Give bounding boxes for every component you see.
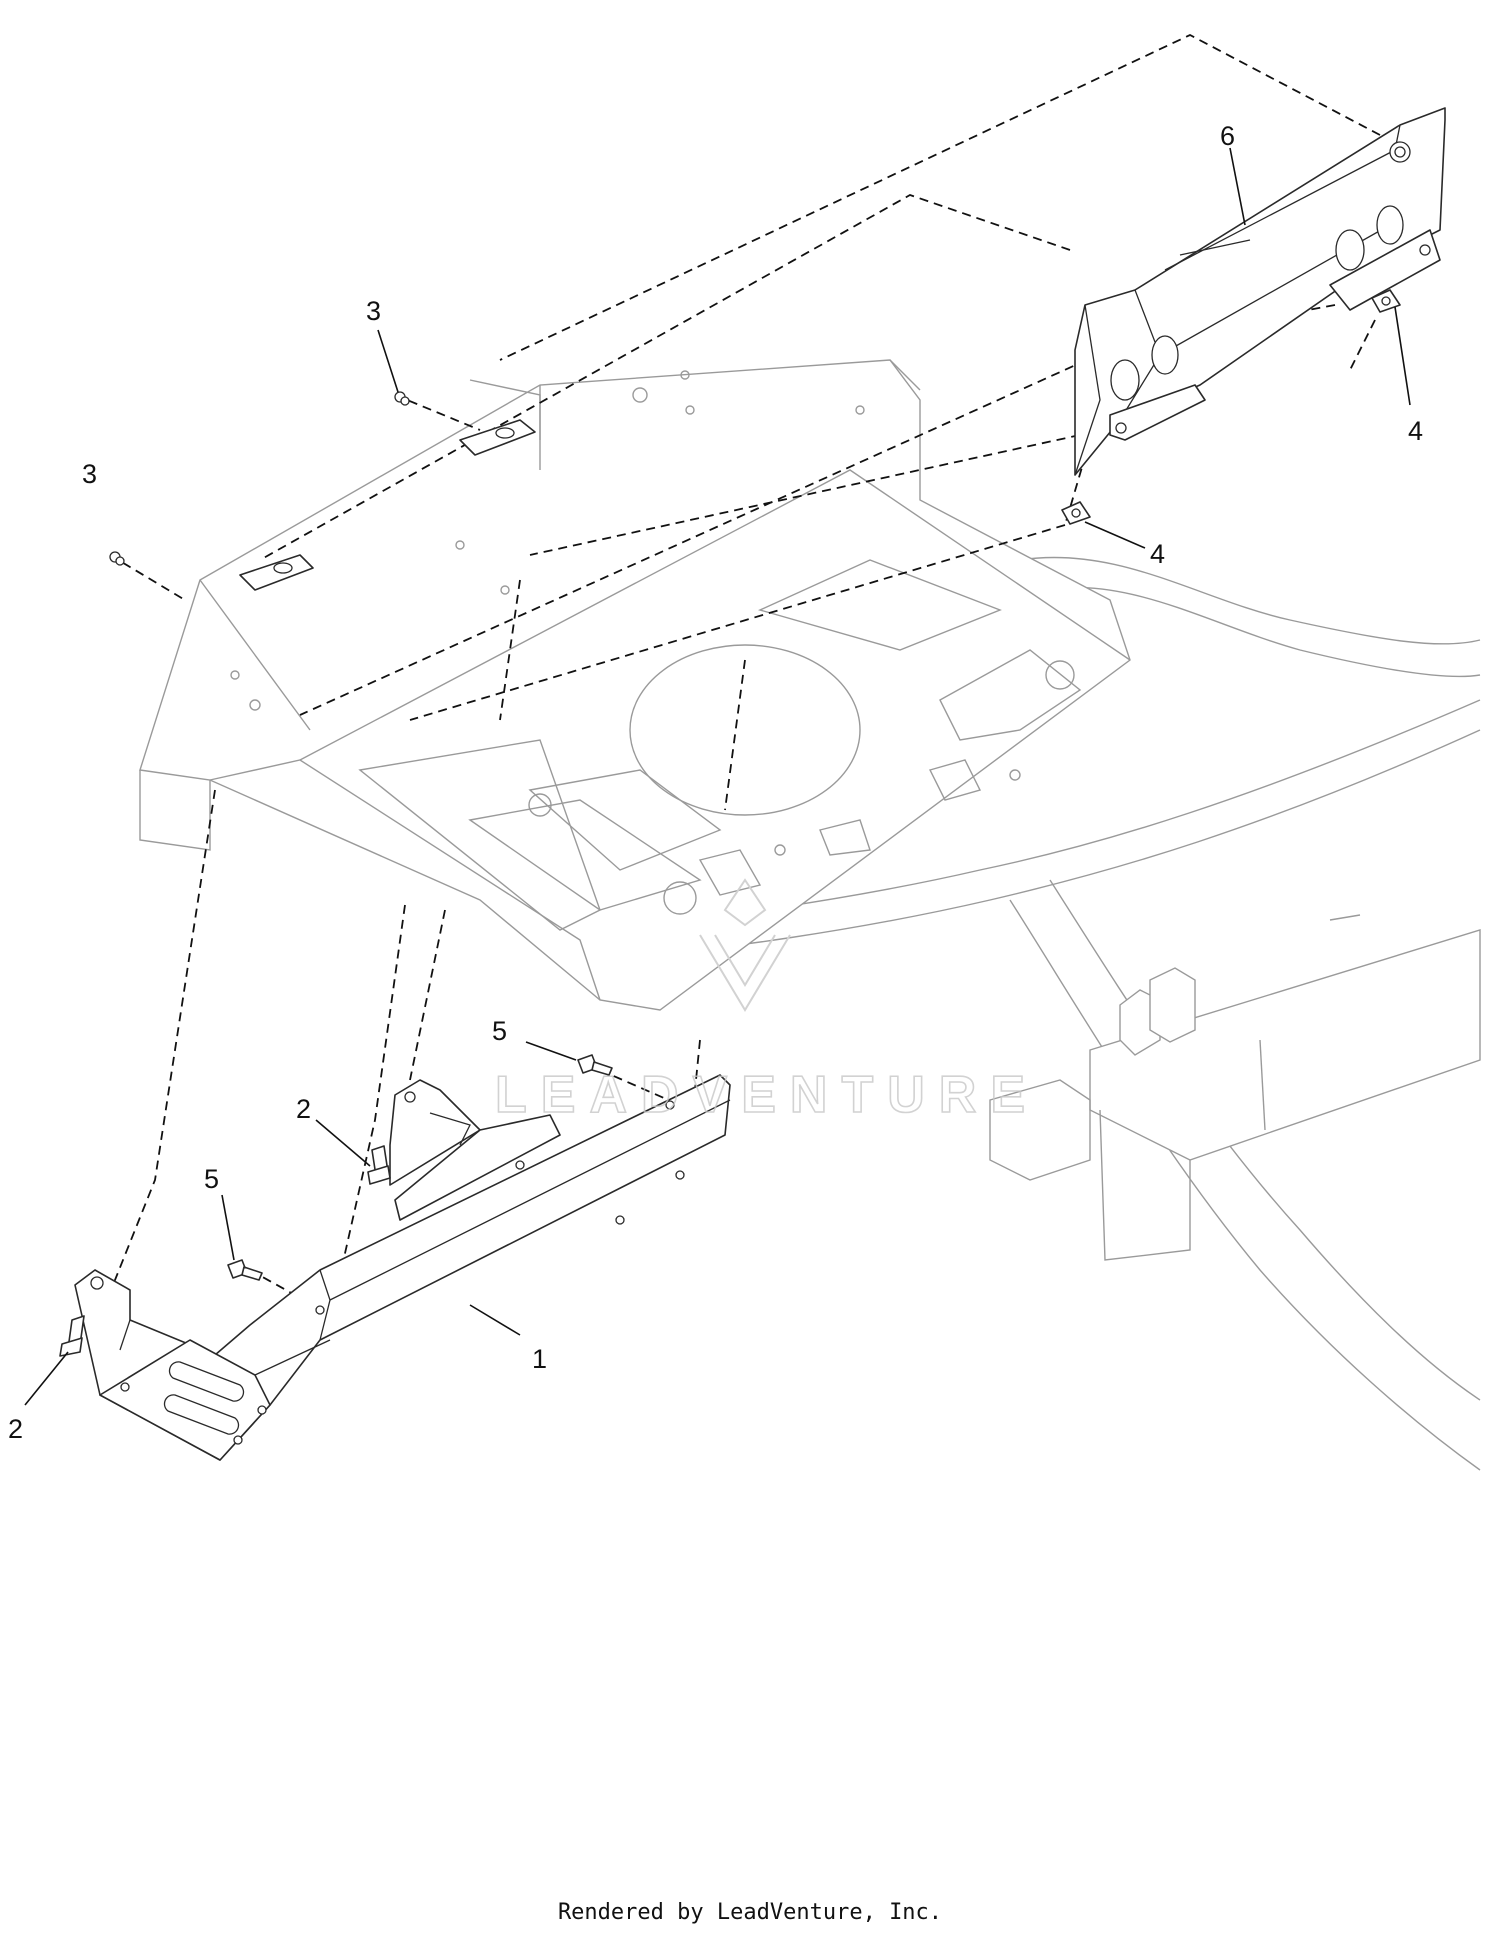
deck-weldment: [139, 359, 1131, 1011]
callout-labels: 6 3 3 4 4 5 5 2 2 1: [8, 121, 1423, 1444]
callout-1: 1: [532, 1344, 547, 1374]
callout-5-lower: 5: [204, 1164, 219, 1194]
callout-3-upper: 3: [366, 296, 381, 326]
part-1-lower-bracket: [74, 1074, 731, 1461]
bolt-item-2-a-icon: [367, 1145, 391, 1185]
leadventure-logo-icon: [699, 878, 791, 1012]
clip-nut-item-4-a-icon: [1371, 289, 1401, 313]
screw-item-3-a-icon: [394, 391, 410, 406]
frame-rails: [599, 556, 1481, 1471]
callout-leaders: [24, 147, 1411, 1406]
render-credit: Rendered by LeadVenture, Inc.: [557, 1900, 943, 1925]
callout-2-upper: 2: [296, 1094, 311, 1124]
callout-6: 6: [1220, 121, 1235, 151]
callout-2-lower: 2: [8, 1414, 23, 1444]
callout-4-right: 4: [1408, 416, 1423, 446]
screw-item-3-b-icon: [109, 551, 125, 566]
callout-4-center: 4: [1150, 539, 1165, 569]
bolt-item-2-b-icon: [59, 1315, 85, 1357]
bolt-item-5-a-icon: [577, 1054, 613, 1076]
bolt-item-5-b-icon: [227, 1259, 263, 1281]
leadventure-watermark: LEADVENTURE: [494, 878, 1039, 1125]
fasteners: [59, 289, 1401, 1357]
watermark-text: LEADVENTURE: [495, 1066, 1039, 1124]
clip-nut-item-4-b-icon: [1061, 501, 1091, 525]
callout-3-left: 3: [82, 459, 97, 489]
part-6-upper-shroud: [1074, 107, 1446, 476]
callout-5-upper: 5: [492, 1016, 507, 1046]
